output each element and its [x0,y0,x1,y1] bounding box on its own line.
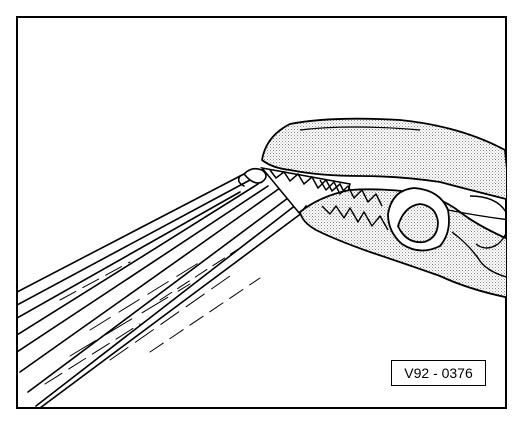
pliers-icon [261,117,506,299]
hose-bundle [17,167,323,408]
figure-reference-code: V92 - 0376 [391,360,486,386]
